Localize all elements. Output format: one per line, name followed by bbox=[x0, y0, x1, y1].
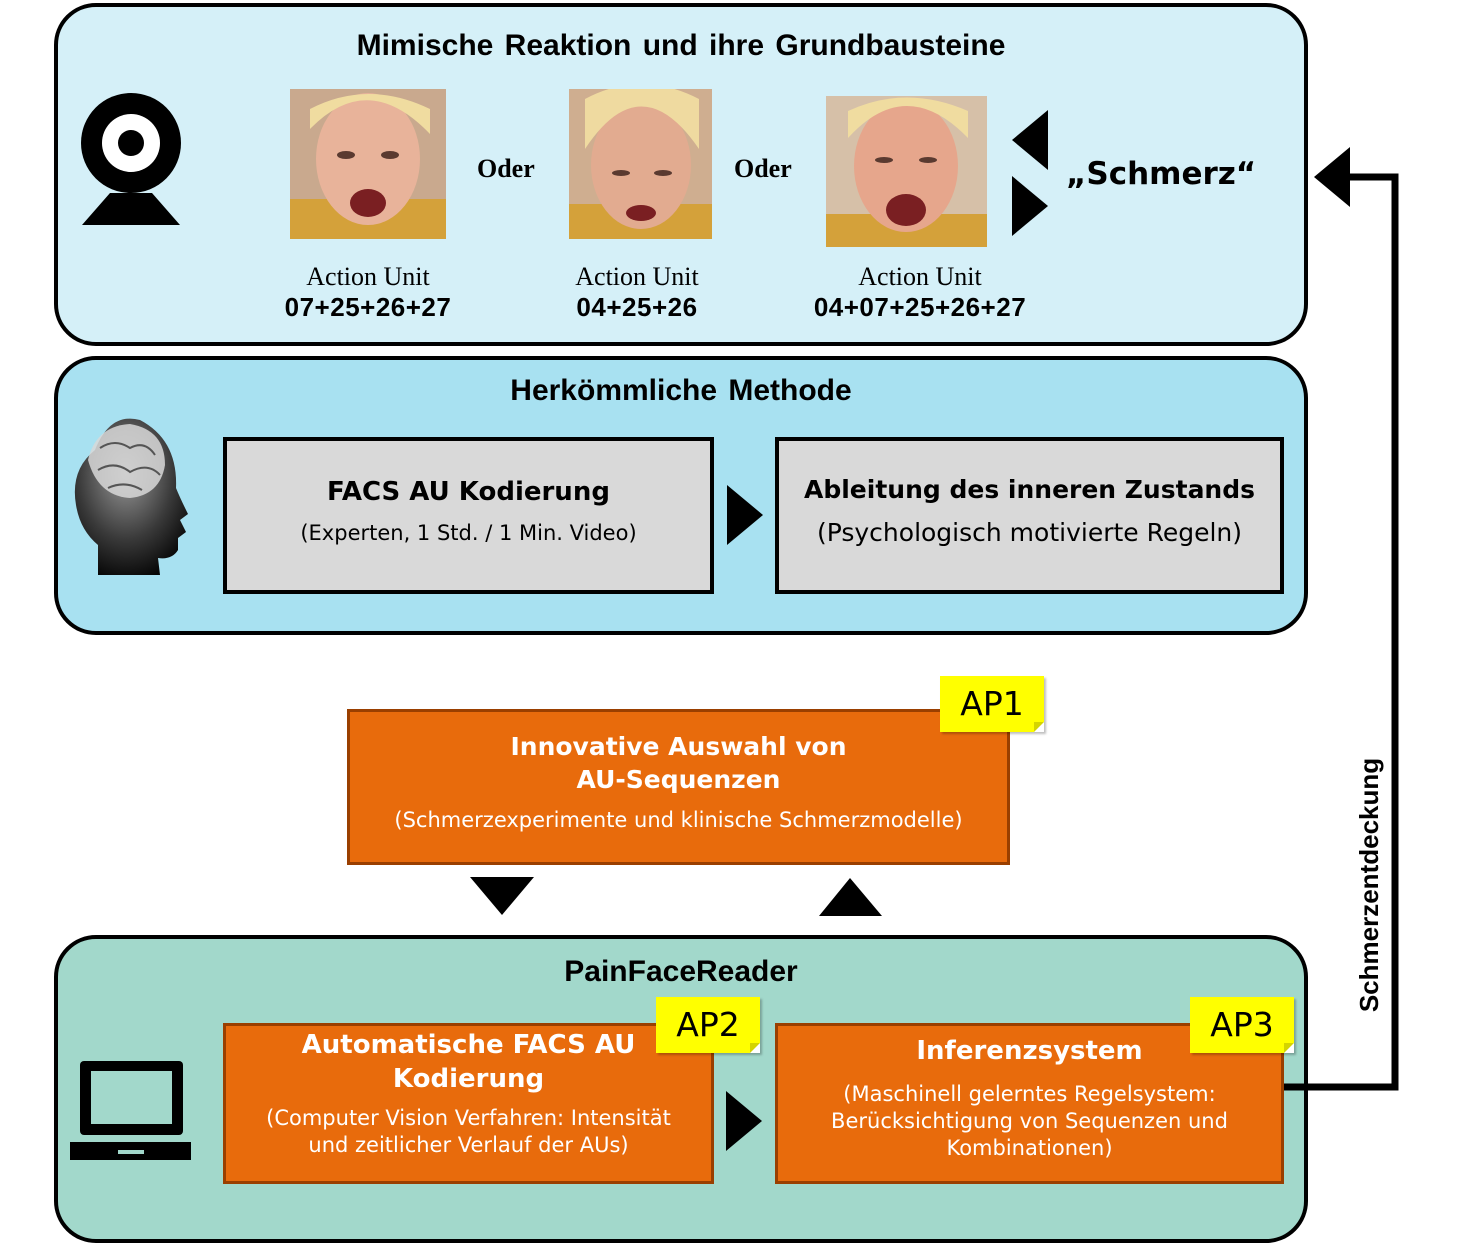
panel-title: Herkömmliche Methode bbox=[510, 374, 852, 407]
box-subtitle-line2: Berücksichtigung von Sequenzen und bbox=[831, 1109, 1228, 1133]
box-title-line2: AU-Sequenzen bbox=[576, 765, 781, 794]
face-image-2 bbox=[569, 89, 712, 239]
face-image-1 bbox=[290, 89, 446, 239]
box-title: Inferenzsystem bbox=[916, 1036, 1143, 1066]
au-label-text: Action Unit bbox=[306, 262, 430, 291]
box-au-sequence-selection: Innovative Auswahl von AU-Sequenzen (Sch… bbox=[347, 709, 1010, 865]
tag-ap3: AP3 bbox=[1190, 997, 1294, 1053]
au-label-3: Action Unit 04+07+25+26+27 bbox=[780, 262, 1060, 323]
box-subtitle: (Psychologisch motivierte Regeln) bbox=[816, 518, 1243, 547]
box-subtitle: (Experten, 1 Std. / 1 Min. Video) bbox=[300, 521, 637, 545]
tag-ap1: AP1 bbox=[940, 676, 1044, 732]
box-facs-au-coding: FACS AU Kodierung (Experten, 1 Std. / 1 … bbox=[223, 437, 714, 594]
box-title-line1: Innovative Auswahl von bbox=[510, 732, 847, 761]
box-title: FACS AU Kodierung bbox=[327, 477, 610, 507]
box-subtitle-line1: (Maschinell gelerntes Regelsystem: bbox=[843, 1082, 1216, 1106]
box-inner-state-derivation: Ableitung des inneren Zustands (Psycholo… bbox=[775, 437, 1284, 594]
au-label-1: Action Unit 07+25+26+27 bbox=[248, 262, 488, 323]
box-title-line1: Automatische FACS AU bbox=[301, 1030, 636, 1060]
box-subtitle: (Schmerzexperimente und klinische Schmer… bbox=[394, 808, 963, 832]
box-subtitle-line1: (Computer Vision Verfahren: Intensität bbox=[266, 1106, 671, 1130]
au-code: 04+07+25+26+27 bbox=[813, 292, 1027, 322]
result-schmerz: „Schmerz“ bbox=[1066, 156, 1257, 192]
tag-ap2: AP2 bbox=[656, 997, 760, 1053]
side-label-text: Schmerzentdeckung bbox=[1354, 757, 1384, 1013]
au-label-2: Action Unit 04+25+26 bbox=[517, 262, 757, 323]
box-title-line2: Kodierung bbox=[392, 1064, 545, 1094]
face-image-3 bbox=[826, 96, 987, 247]
au-label-text: Action Unit bbox=[575, 262, 699, 291]
panel-title: PainFaceReader bbox=[564, 955, 798, 988]
au-label-text: Action Unit bbox=[858, 262, 982, 291]
box-subtitle-line3: Kombinationen) bbox=[946, 1136, 1113, 1160]
panel-title: Mimische Reaktion und ihre Grundbaustein… bbox=[356, 29, 1006, 62]
separator-oder-2: Oder bbox=[734, 154, 792, 183]
box-subtitle-line2: und zeitlicher Verlauf der AUs) bbox=[308, 1133, 629, 1157]
au-code: 04+25+26 bbox=[576, 292, 698, 322]
separator-oder-1: Oder bbox=[477, 154, 535, 183]
box-automatic-facs-coding: Automatische FACS AU Kodierung (Computer… bbox=[223, 1023, 714, 1184]
box-title: Ableitung des inneren Zustands bbox=[803, 475, 1256, 504]
au-code: 07+25+26+27 bbox=[284, 292, 452, 322]
